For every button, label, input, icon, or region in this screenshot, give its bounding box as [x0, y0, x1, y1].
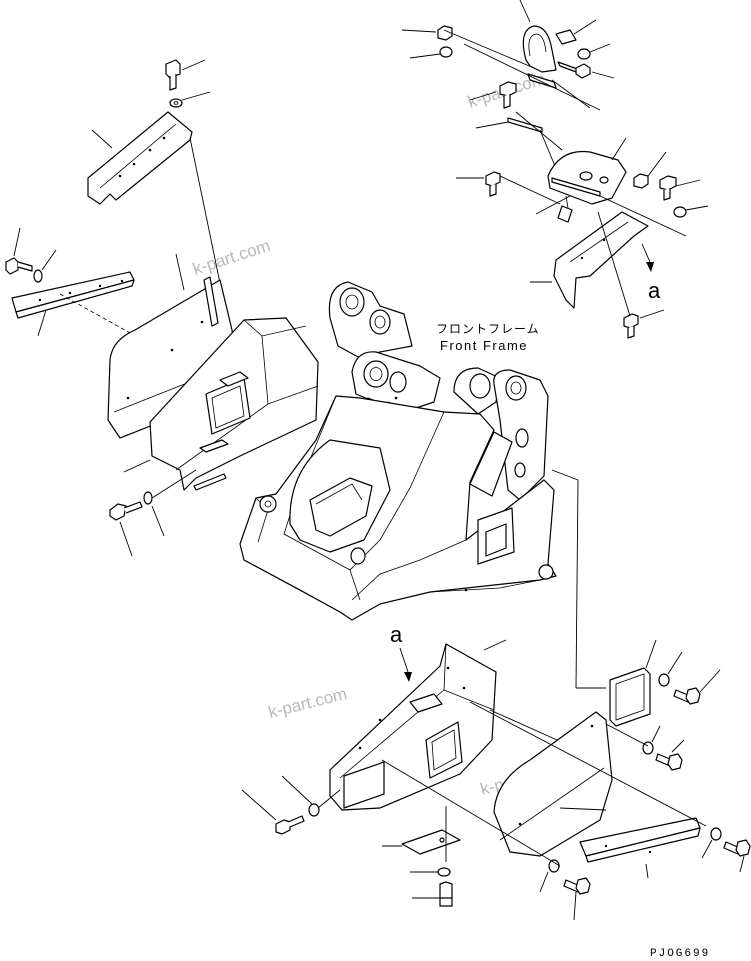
washer [410, 867, 451, 877]
upper-cover-plate [87, 111, 193, 205]
washer [33, 249, 57, 283]
front-frame-label-jp: フロントフレーム [436, 322, 540, 336]
front-frame-label-en: Front Frame [440, 338, 528, 353]
long-bracket [11, 271, 135, 337]
bottom-cover-group: a [241, 622, 751, 921]
washer [701, 827, 722, 859]
lower-right-plate [530, 211, 649, 309]
bolt [165, 59, 206, 91]
bolt [456, 171, 501, 197]
down-arrow-icon [404, 672, 412, 682]
reference-marker-a: a [390, 622, 403, 647]
washer [539, 859, 560, 893]
bolt [673, 669, 721, 705]
washer [658, 651, 683, 687]
front-frame: フロントフレーム Front Frame [239, 281, 557, 621]
washer [281, 775, 320, 817]
top-left-cover-group [5, 59, 319, 557]
bolt [412, 881, 453, 907]
watermark: k-part.com [190, 236, 272, 279]
bolt [563, 877, 591, 921]
washer [169, 91, 211, 108]
washer [577, 43, 611, 60]
left-housing-box [123, 317, 319, 491]
washer [143, 491, 165, 537]
nut [633, 151, 667, 189]
washer [409, 46, 453, 59]
bolt [5, 227, 33, 275]
bolt [655, 739, 685, 771]
bolt [659, 175, 701, 201]
bolt [623, 309, 665, 339]
upper-right-bracket [547, 137, 627, 223]
bolt [469, 81, 517, 109]
reference-marker-a: a [648, 278, 661, 303]
bolt [109, 501, 143, 557]
top-right-cover-group: a [401, 0, 709, 339]
drawing-code: PJOG699 [650, 948, 710, 960]
nut [575, 63, 615, 79]
nut [401, 25, 453, 41]
bolt [723, 839, 751, 873]
down-arrow-icon [646, 262, 654, 272]
washer [673, 205, 709, 218]
bolt [241, 789, 305, 835]
washer [642, 725, 661, 755]
watermark: k-part.com [266, 684, 349, 722]
